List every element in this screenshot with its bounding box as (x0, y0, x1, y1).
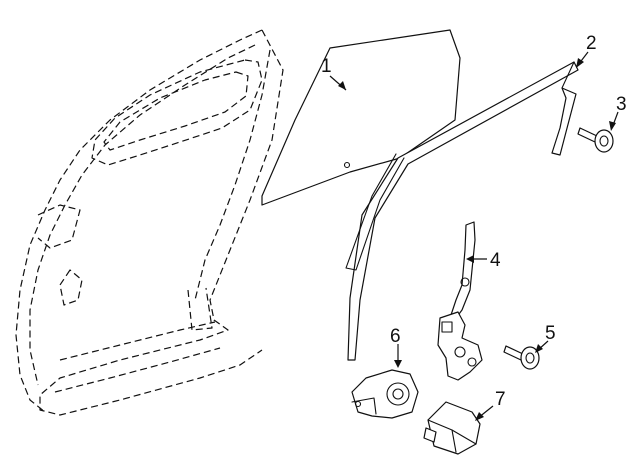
channel-bolt[interactable] (577, 127, 614, 153)
callout-1: 1 (321, 56, 332, 77)
glass-run-channel[interactable] (345, 61, 579, 361)
window-regulator[interactable] (437, 221, 483, 381)
callout-5: 5 (545, 323, 556, 344)
callout-2: 2 (586, 33, 597, 54)
leader-lines (329, 51, 619, 421)
callout-6: 6 (390, 326, 401, 347)
control-module[interactable] (423, 401, 481, 455)
door-shell-outline (15, 29, 284, 416)
callout-7: 7 (495, 389, 506, 410)
window-motor[interactable] (351, 369, 419, 419)
callout-4: 4 (490, 250, 501, 271)
callout-3: 3 (616, 94, 627, 115)
door-glass[interactable] (261, 29, 461, 206)
regulator-bolt[interactable] (503, 345, 540, 370)
